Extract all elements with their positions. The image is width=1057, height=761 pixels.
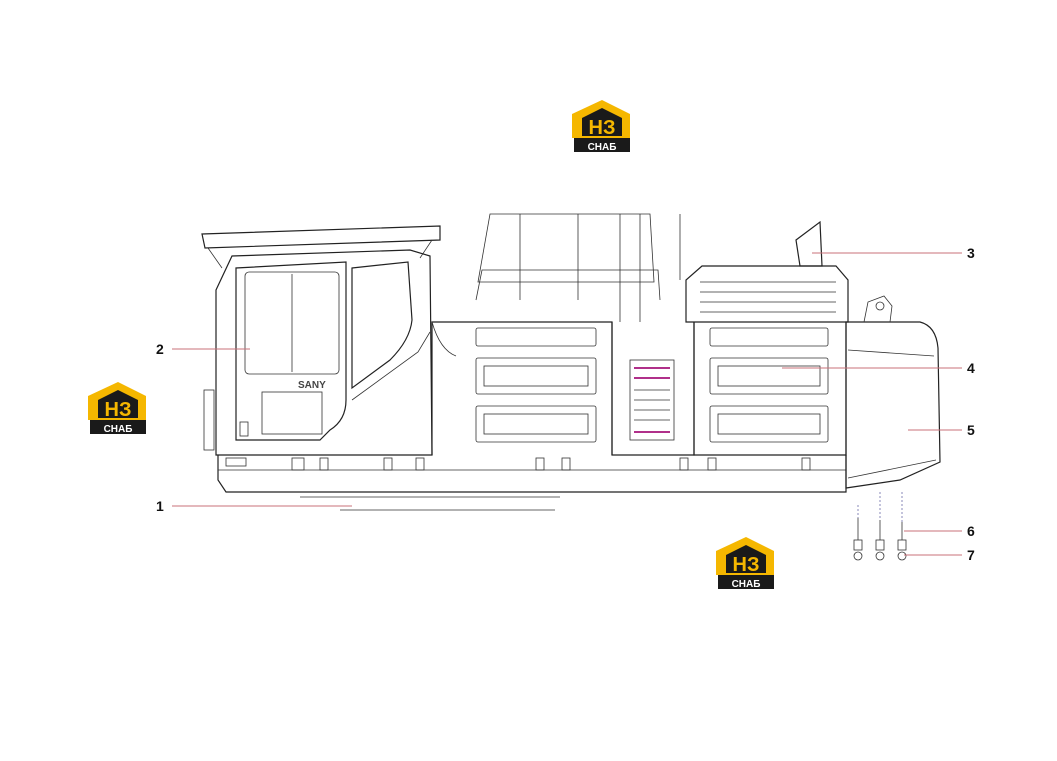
callout-labels: 1 2 3 4 5 6 7 bbox=[156, 245, 975, 563]
logo-caption: СНАБ bbox=[732, 579, 761, 590]
brand-logo-left: НЗ СНАБ bbox=[88, 382, 146, 435]
logo-mark-text: НЗ bbox=[105, 399, 132, 421]
callout-1: 1 bbox=[156, 498, 164, 514]
logo-caption: СНАБ bbox=[104, 424, 133, 435]
callout-2: 2 bbox=[156, 341, 164, 357]
callout-4: 4 bbox=[967, 360, 975, 376]
callout-6: 6 bbox=[967, 523, 975, 539]
machine-drawing: SANY bbox=[201, 213, 941, 561]
callout-3: 3 bbox=[967, 245, 975, 261]
cab-brand-label: SANY bbox=[298, 380, 326, 391]
leader-lines bbox=[172, 252, 962, 556]
callout-5: 5 bbox=[967, 422, 975, 438]
logo-caption: СНАБ bbox=[588, 142, 617, 153]
logo-mark-text: НЗ bbox=[733, 554, 760, 576]
bolt-set bbox=[853, 492, 907, 561]
brand-logo-top: НЗ СНАБ bbox=[572, 100, 630, 153]
logo-mark-text: НЗ bbox=[589, 117, 616, 139]
callout-7: 7 bbox=[967, 547, 975, 563]
brand-logo-bottom: НЗ СНАБ bbox=[716, 537, 774, 590]
